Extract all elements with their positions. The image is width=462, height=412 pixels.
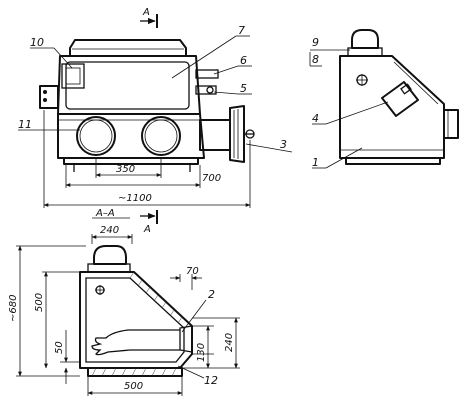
upper-body xyxy=(57,55,201,115)
section-cut-marks: A A xyxy=(140,7,158,235)
side-body xyxy=(339,55,445,159)
callout-6: 6 xyxy=(240,54,247,67)
dim-680: ~680 xyxy=(8,295,19,322)
callout-4: 4 xyxy=(312,112,319,125)
callout-11: 11 xyxy=(18,118,32,131)
viewing-window xyxy=(65,61,190,110)
callout-3: 3 xyxy=(280,138,287,151)
callout-9: 9 xyxy=(312,36,319,49)
callout-5: 5 xyxy=(240,82,247,95)
base-plinth xyxy=(63,157,199,165)
side-box xyxy=(39,85,59,109)
callout-7: 7 xyxy=(238,24,245,37)
dim-240-top: 240 xyxy=(100,225,119,236)
front-dimensions: 350 700 ~1100 xyxy=(43,110,251,208)
side-tube-lower xyxy=(195,85,217,95)
section-callouts: 2 12 xyxy=(177,288,218,387)
front-view xyxy=(39,39,255,172)
glove-port-right xyxy=(141,116,181,156)
transfer-chamber xyxy=(199,119,231,151)
top-lid xyxy=(69,39,187,57)
top-cap xyxy=(351,29,379,49)
dim-350: 350 xyxy=(116,164,135,175)
section-base xyxy=(87,367,183,377)
dim-50: 50 xyxy=(54,341,65,354)
section-mark-bottom: A xyxy=(143,224,151,235)
glove-port-left xyxy=(76,116,116,156)
section-mark-top: A xyxy=(142,7,150,18)
dim-240-right: 240 xyxy=(224,333,235,352)
dim-500-vertical: 500 xyxy=(34,293,45,312)
transfer-door xyxy=(229,105,245,163)
dim-1100: ~1100 xyxy=(118,193,152,204)
side-view xyxy=(339,29,459,165)
dim-130: 130 xyxy=(196,343,207,362)
dim-500-horizontal: 500 xyxy=(124,381,143,392)
front-callouts: 10 7 6 5 11 3 xyxy=(18,24,293,153)
side-tube-upper xyxy=(195,69,219,79)
lamp-fixture xyxy=(381,81,419,117)
lamp-unit xyxy=(61,63,85,89)
callout-2: 2 xyxy=(208,288,215,301)
section-title: A–A xyxy=(95,208,115,219)
dim-700: 700 xyxy=(202,173,221,184)
lower-body xyxy=(57,113,205,159)
callout-10: 10 xyxy=(30,36,44,49)
side-port xyxy=(443,109,459,139)
callout-12: 12 xyxy=(204,374,218,387)
section-dimensions: 240 70 ~680 500 50 130 240 xyxy=(8,225,240,396)
glove xyxy=(91,329,180,356)
dim-70: 70 xyxy=(186,266,199,277)
callout-1: 1 xyxy=(312,156,319,169)
section-top-cap xyxy=(93,245,127,265)
callout-8: 8 xyxy=(312,53,319,66)
side-callouts: 9 8 4 1 xyxy=(309,36,389,169)
section-view xyxy=(79,245,193,377)
